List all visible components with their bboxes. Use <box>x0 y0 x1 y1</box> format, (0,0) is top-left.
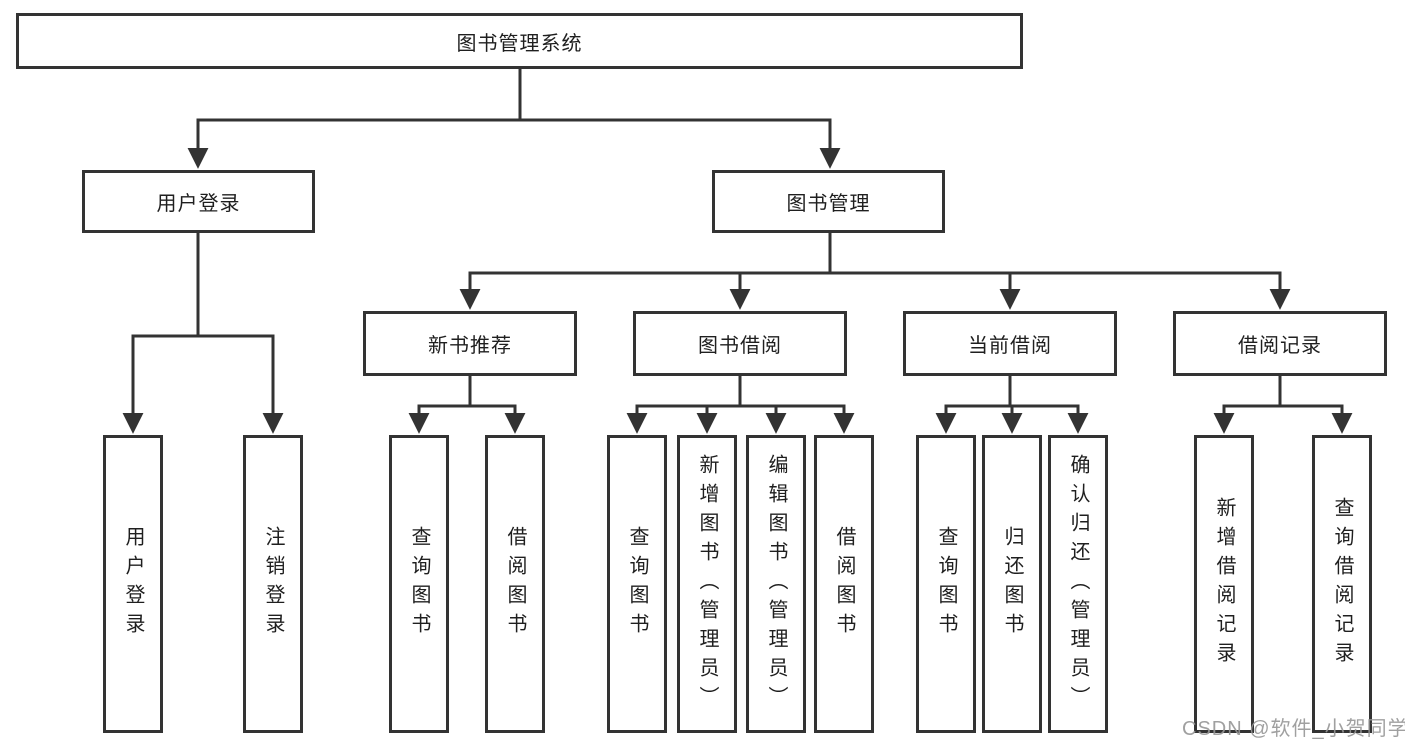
node-leaf-edit-book-admin: 编辑图书（管理员） <box>746 435 806 733</box>
node-current-borrow: 当前借阅 <box>903 311 1117 376</box>
node-leaf-query-books-1: 查询图书 <box>389 435 449 733</box>
node-leaf-confirm-return-admin: 确认归还（管理员） <box>1048 435 1108 733</box>
node-book-management: 图书管理 <box>712 170 945 233</box>
csdn-watermark: CSDN @软件_小贺同学 <box>1182 718 1405 740</box>
node-user-login: 用户登录 <box>82 170 315 233</box>
node-leaf-add-borrow-record: 新增借阅记录 <box>1194 435 1254 733</box>
node-leaf-query-borrow-record: 查询借阅记录 <box>1312 435 1372 733</box>
node-leaf-add-book-admin: 新增图书（管理员） <box>677 435 737 733</box>
node-leaf-borrow-books-2: 借阅图书 <box>814 435 874 733</box>
node-new-book-recommend: 新书推荐 <box>363 311 577 376</box>
node-leaf-query-books-2: 查询图书 <box>607 435 667 733</box>
node-leaf-query-books-3: 查询图书 <box>916 435 976 733</box>
node-book-borrow: 图书借阅 <box>633 311 847 376</box>
node-leaf-user-login: 用户登录 <box>103 435 163 733</box>
node-borrow-record: 借阅记录 <box>1173 311 1387 376</box>
node-leaf-borrow-books-1: 借阅图书 <box>485 435 545 733</box>
node-leaf-return-book: 归还图书 <box>982 435 1042 733</box>
node-root-system: 图书管理系统 <box>16 13 1023 69</box>
node-leaf-logout: 注销登录 <box>243 435 303 733</box>
